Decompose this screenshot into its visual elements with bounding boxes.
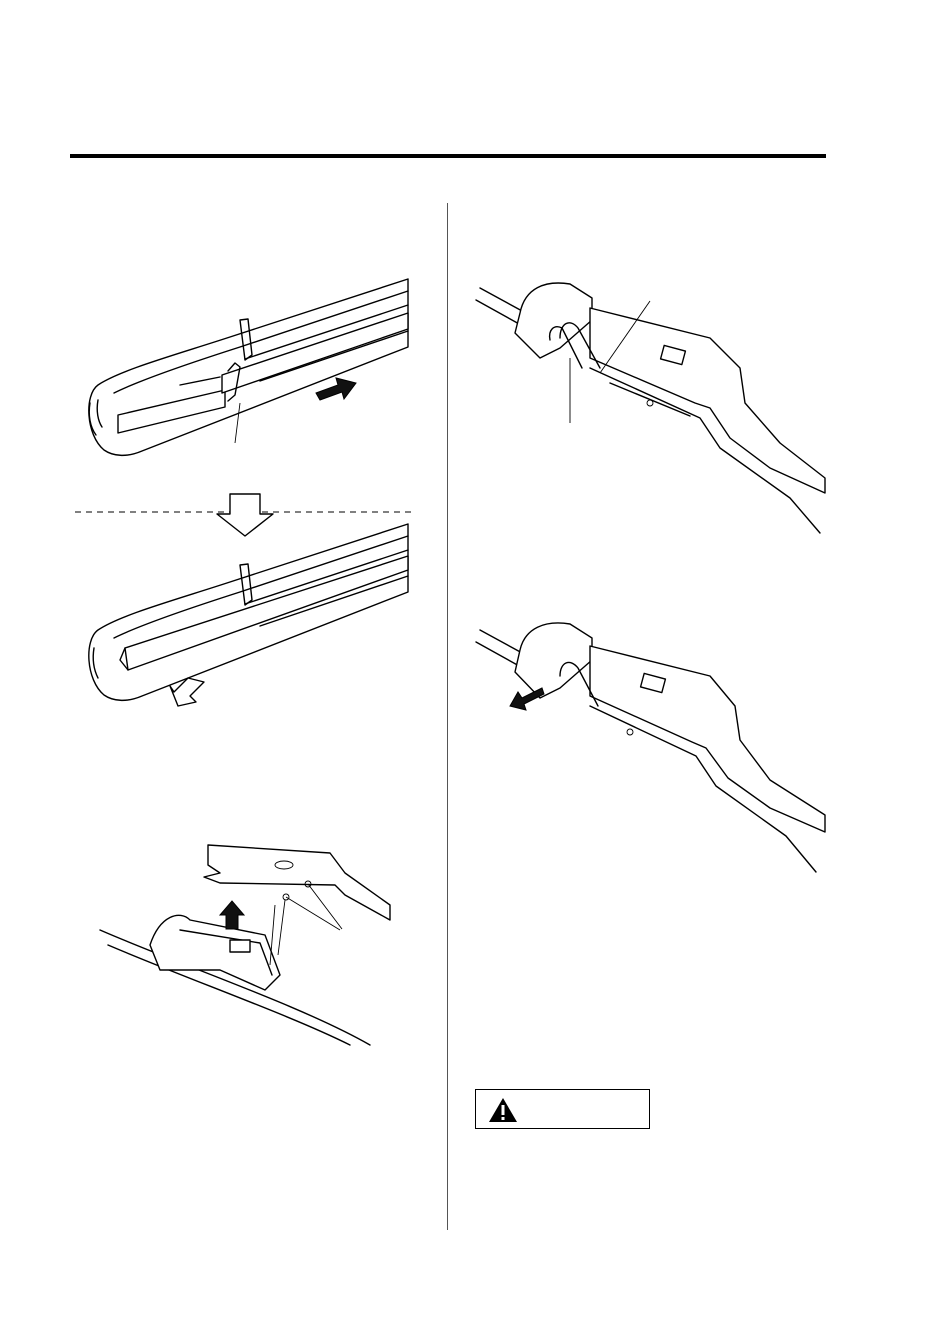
figure-blade-pull-off xyxy=(475,622,826,873)
header-rule xyxy=(70,154,826,158)
figure-arm-adapter-lift xyxy=(99,844,391,1046)
column-divider xyxy=(447,203,448,1230)
figure-blade-rubber-slide-out xyxy=(88,278,409,457)
figure-blade-rubber-removed xyxy=(88,523,409,707)
figure-blade-clip-release xyxy=(475,282,826,534)
step-separator xyxy=(75,493,415,537)
warning-box xyxy=(475,1089,650,1129)
warning-triangle-icon xyxy=(489,1098,517,1122)
